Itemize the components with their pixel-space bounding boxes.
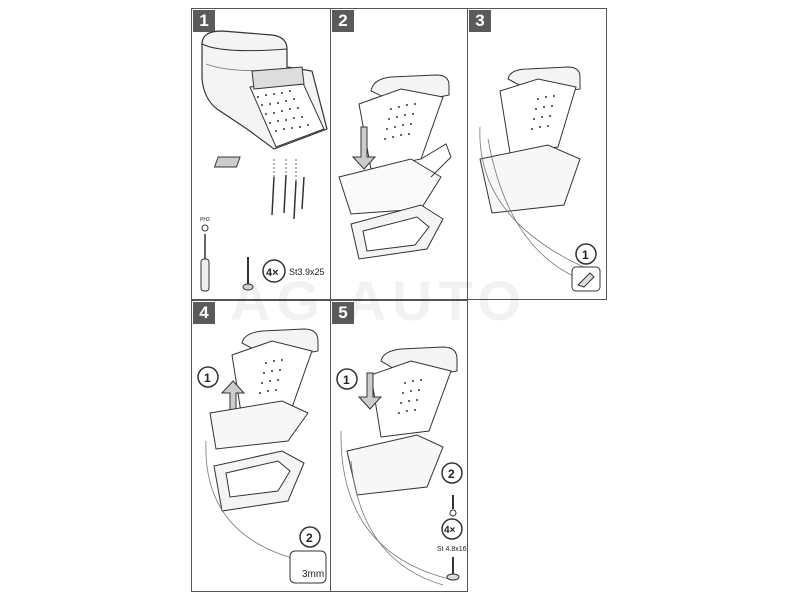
step-5-badge: 5: [332, 302, 354, 324]
step-3-panel: 3 1: [467, 8, 607, 300]
step-1-panel: 1 PH2: [191, 8, 331, 300]
screw-icon: [242, 257, 254, 291]
drill-detail-icon: [289, 550, 327, 584]
step-3-illustration: 1: [479, 66, 601, 292]
step-2-illustration: [338, 74, 452, 260]
step-4-panel: 4 1 2 3mm: [191, 300, 331, 592]
step-5-illustration: 1 2 4× St 4.8x16: [336, 346, 467, 586]
svg-text:2: 2: [448, 467, 455, 481]
svg-text:PH2: PH2: [200, 217, 210, 223]
step-1-badge: 1: [193, 10, 215, 32]
svg-text:1: 1: [582, 248, 589, 262]
svg-text:1: 1: [204, 371, 211, 385]
svg-text:2: 2: [306, 531, 313, 545]
svg-text:3mm: 3mm: [302, 569, 324, 580]
svg-text:St 4.8x16: St 4.8x16: [437, 546, 467, 553]
svg-text:St3.9x25: St3.9x25: [289, 267, 325, 277]
screwdriver-icon: PH2: [200, 217, 210, 292]
step-5-panel: 5 1 2 4× St 4.8x16: [330, 300, 468, 592]
step-4-badge: 4: [193, 302, 215, 324]
step-2-panel: 2: [330, 8, 468, 300]
svg-text:4×: 4×: [444, 525, 456, 536]
svg-text:1: 1: [343, 373, 350, 387]
screw-count-circle: [262, 259, 286, 283]
step-2-badge: 2: [332, 10, 354, 32]
step-4-illustration: 1 2 3mm: [197, 328, 327, 584]
step-1-illustration: PH2 4× St3.9x25: [200, 30, 328, 292]
svg-text:4×: 4×: [266, 267, 279, 279]
step-3-badge: 3: [469, 10, 491, 32]
callout-circle: [575, 243, 597, 265]
screw-icon: [446, 573, 460, 581]
